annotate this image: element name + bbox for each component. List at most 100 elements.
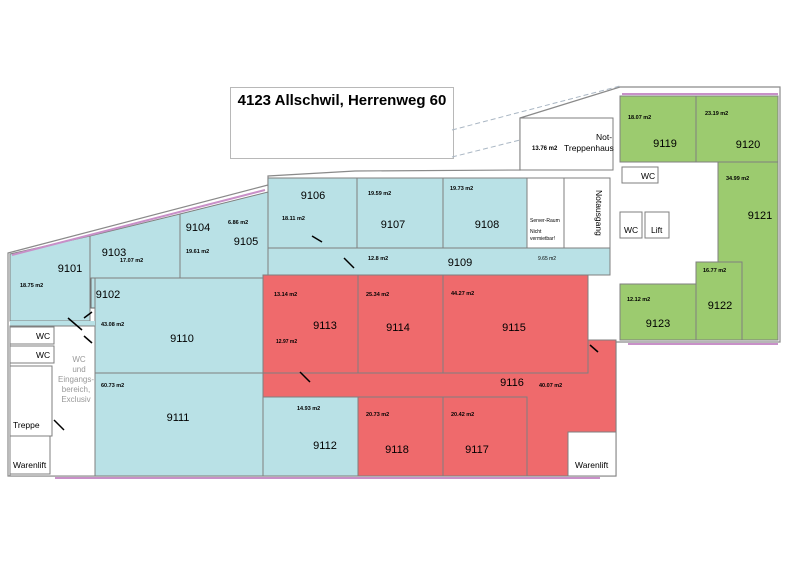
label-warenlift-left: Warenlift [13, 460, 47, 470]
lift-box-green [644, 211, 670, 239]
room-label-9102: 9102 [96, 289, 120, 301]
room-9120 [695, 95, 779, 163]
room-9108 [442, 177, 528, 249]
room-area-9118: 20.73 m2 [366, 412, 389, 418]
room-9107 [356, 177, 444, 249]
plan-title: 4123 Allschwil, Herrenweg 60 [237, 92, 447, 109]
room-label-9121: 9121 [748, 210, 772, 222]
room-area-9113: 13.14 m2 [274, 292, 297, 298]
room-area-9117: 20.42 m2 [451, 412, 474, 418]
label-small-area-1: 9.65 m2 [538, 256, 556, 262]
room-area-9109: 12.8 m2 [368, 256, 388, 262]
label-server-1: Server-Raum [530, 218, 560, 224]
room-area-9108: 19.73 m2 [450, 186, 473, 192]
room-9110 [94, 277, 264, 374]
dashed-guide-line [451, 85, 621, 131]
room-area-9121: 34.99 m2 [726, 176, 749, 182]
room-label-9114: 9114 [386, 322, 410, 334]
wc-box-green-top [621, 166, 659, 184]
warenlift-right [567, 431, 617, 477]
room-area-9103: 17.07 m2 [120, 258, 143, 264]
label-wc-eingang-1: WC [72, 355, 86, 364]
room-label-9119: 9119 [653, 138, 677, 150]
label-not-treppenhaus-2: Treppenhaus [564, 143, 614, 153]
warenlift-left [9, 435, 51, 475]
room-area-9106: 18.11 m2 [282, 216, 305, 222]
label-warenlift-right: Warenlift [575, 460, 609, 470]
room-area-9111: 60.73 m2 [101, 383, 124, 389]
room-area-9116: 40.07 m2 [539, 383, 562, 389]
door-marks [53, 235, 599, 431]
room-9123 [619, 283, 697, 341]
label-treppe: Treppe [13, 420, 40, 430]
label-wc-green-top: WC [641, 171, 655, 181]
server-room [526, 177, 565, 249]
room-9119 [619, 95, 697, 163]
room-area2-9113: 12.97 m2 [276, 339, 297, 345]
notausgang-corridor [563, 177, 611, 249]
room-9109 [267, 247, 611, 276]
room-label-9109: 9109 [448, 257, 472, 269]
room-label-9110: 9110 [170, 333, 194, 345]
label-lift-green: Lift [651, 225, 663, 235]
room-9106 [267, 177, 358, 249]
room-label-9116: 9116 [500, 377, 524, 389]
room-label-9117: 9117 [465, 444, 489, 456]
room-label-9123: 9123 [646, 318, 670, 330]
dashed-guide-line [451, 139, 521, 158]
room-label-9105: 9105 [234, 236, 258, 248]
room-9111 [94, 372, 264, 477]
room-label-9108: 9108 [475, 219, 499, 231]
room-area-9105: 6.86 m2 [228, 220, 248, 226]
label-stair-area: 13.76 m2 [532, 146, 558, 152]
room-9115 [442, 274, 589, 374]
room-9101-lower [10, 321, 95, 326]
room-9118 [357, 396, 444, 477]
room-area-9120: 23.19 m2 [705, 111, 728, 117]
room-area-9104: 19.61 m2 [186, 249, 209, 255]
room-label-9106: 9106 [301, 190, 325, 202]
room-area-9112: 14.93 m2 [297, 406, 320, 412]
not-treppenhaus [519, 117, 614, 171]
room-area-9123: 12.12 m2 [627, 297, 650, 303]
label-wc-eingang-5: Exclusiv [61, 395, 90, 404]
room-label-9103: 9103 [102, 247, 126, 259]
room-label-9122: 9122 [708, 300, 732, 312]
room-label-9118: 9118 [385, 444, 409, 456]
room-label-9115: 9115 [502, 322, 526, 334]
room-label-9101: 9101 [58, 263, 82, 275]
label-wc-left-2: WC [36, 350, 50, 360]
room-label-9112: 9112 [313, 440, 337, 452]
label-server-2: Nicht [530, 229, 542, 235]
room-area-9119: 18.07 m2 [628, 115, 651, 121]
room-area-9107: 19.59 m2 [368, 191, 391, 197]
label-not-treppenhaus-1: Not- [596, 132, 612, 142]
room-area-9114: 25.34 m2 [366, 292, 389, 298]
title-box: 4123 Allschwil, Herrenweg 60 [230, 87, 454, 159]
wc-box-left-2 [9, 345, 55, 364]
wc-box-left-1 [9, 326, 55, 345]
room-area-9115: 44.27 m2 [451, 291, 474, 297]
room-area-9101: 18.75 m2 [20, 283, 43, 289]
room-area-9110: 43.08 m2 [101, 322, 124, 328]
green-zone [619, 95, 779, 341]
label-wc-eingang-2: und [72, 365, 85, 374]
room-label-9111: 9111 [167, 412, 190, 424]
room-9117 [442, 396, 528, 477]
label-notausgang: Notausgang [594, 190, 604, 236]
room-label-9107: 9107 [381, 219, 405, 231]
label-wc-eingang-3: Eingangs- [58, 375, 94, 384]
label-wc-green: WC [624, 225, 638, 235]
room-9122 [695, 261, 743, 341]
wc-box-green [619, 211, 643, 239]
room-9113 [262, 274, 359, 374]
room-label-9120: 9120 [736, 139, 760, 151]
label-wc-left-1: WC [36, 331, 50, 341]
label-wc-eingang-4: bereich, [62, 385, 90, 394]
window-strips [11, 93, 778, 479]
treppe-box [9, 365, 53, 437]
room-label-9104: 9104 [186, 222, 210, 234]
label-server-3: vermietbar! [530, 236, 555, 242]
